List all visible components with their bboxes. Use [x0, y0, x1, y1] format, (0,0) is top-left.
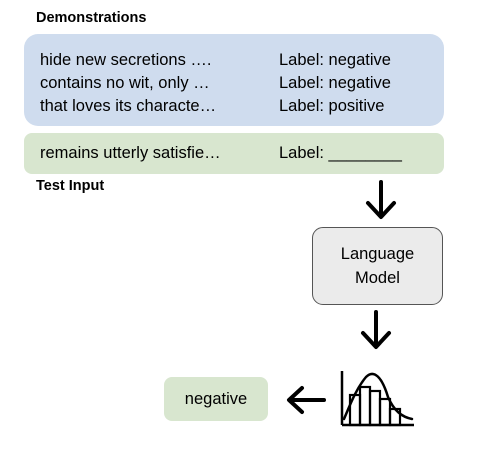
test-input-box: remains utterly satisfie… Label: _______… — [24, 133, 444, 174]
language-model-box: Language Model — [312, 227, 443, 305]
demonstrations-heading: Demonstrations — [36, 10, 147, 26]
language-model-line1: Language — [340, 245, 415, 263]
demonstrations-box: hide new secretions …. Label: negative c… — [24, 34, 444, 126]
output-label-box: negative — [164, 377, 268, 421]
test-input-label: Label: ________ — [279, 144, 402, 162]
output-label: negative — [184, 389, 248, 408]
test-input-text: remains utterly satisfie… — [40, 144, 221, 162]
demo-text-1: hide new secretions …. — [40, 51, 212, 69]
demo-label-1: Label: negative — [279, 51, 391, 69]
test-input-heading: Test Input — [36, 178, 105, 194]
demo-label-2: Label: negative — [279, 74, 391, 92]
arrow-left-icon — [287, 386, 326, 414]
arrow-down-icon — [361, 310, 391, 349]
arrow-down-icon — [366, 180, 396, 219]
demo-label-3: Label: positive — [279, 97, 385, 115]
demo-text-3: that loves its characte… — [40, 97, 217, 115]
language-model-line2: Model — [355, 269, 400, 287]
demo-text-2: contains no wit, only … — [40, 74, 210, 92]
bar-chart-distribution-icon — [340, 371, 414, 427]
